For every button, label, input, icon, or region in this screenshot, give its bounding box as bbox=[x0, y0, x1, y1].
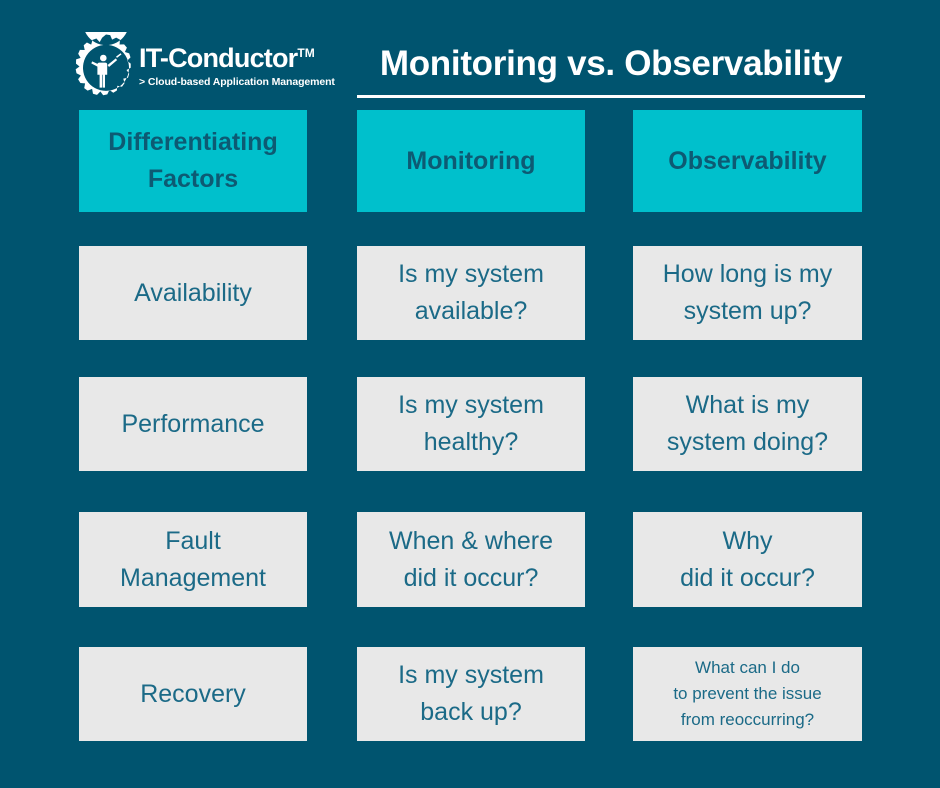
monitoring-text: Is my system healthy? bbox=[398, 391, 544, 456]
table-row-monitoring-cell: Is my system healthy? bbox=[357, 377, 585, 471]
monitoring-text: Is my system available? bbox=[398, 260, 544, 325]
factor-label: Performance bbox=[121, 409, 265, 438]
brand-wordmark-group: IT-ConductorTM > Cloud-based Application… bbox=[139, 38, 335, 88]
page-header: IT-ConductorTM > Cloud-based Application… bbox=[0, 0, 940, 110]
column-header-observability-label: Observability bbox=[668, 146, 827, 175]
column-header-monitoring: Monitoring bbox=[357, 110, 585, 212]
factor-label: Recovery bbox=[140, 679, 246, 708]
brand-name-text: IT-Conductor bbox=[139, 43, 298, 73]
table-row-monitoring-cell: Is my system available? bbox=[357, 246, 585, 340]
monitoring-text: Is my system back up? bbox=[398, 661, 544, 726]
table-row-monitoring-cell: When & where did it occur? bbox=[357, 512, 585, 607]
table-row-observability-cell: What is my system doing? bbox=[633, 377, 862, 471]
brand-name: IT-ConductorTM bbox=[139, 38, 324, 73]
column-header-factors: Differentiating Factors bbox=[79, 110, 307, 212]
observability-text: What is my system doing? bbox=[666, 391, 829, 456]
factor-label: Availability bbox=[134, 278, 252, 307]
table-row-observability-cell: How long is my system up? bbox=[633, 246, 862, 340]
trademark-symbol: TM bbox=[297, 46, 315, 60]
brand-tagline: > Cloud-based Application Management bbox=[139, 76, 335, 88]
observability-text: What can I do to prevent the issue from … bbox=[673, 658, 822, 729]
observability-text: Why did it occur? bbox=[680, 526, 815, 592]
column-header-factors-label: Differentiating Factors bbox=[108, 128, 278, 193]
monitoring-text: When & where did it occur? bbox=[389, 526, 553, 592]
table-row-observability-cell: What can I do to prevent the issue from … bbox=[633, 647, 862, 741]
factor-label: Fault Management bbox=[120, 526, 266, 592]
table-row-factor-cell: Fault Management bbox=[79, 512, 307, 607]
column-header-monitoring-label: Monitoring bbox=[406, 146, 536, 175]
table-row-factor-cell: Performance bbox=[79, 377, 307, 471]
title-underline bbox=[357, 95, 865, 98]
page-title: Monitoring vs. Observability bbox=[379, 44, 843, 83]
table-row-monitoring-cell: Is my system back up? bbox=[357, 647, 585, 741]
column-header-observability: Observability bbox=[633, 110, 862, 212]
table-row-factor-cell: Recovery bbox=[79, 647, 307, 741]
observability-text: How long is my system up? bbox=[662, 260, 833, 325]
table-row-observability-cell: Why did it occur? bbox=[633, 512, 862, 607]
table-row-factor-cell: Availability bbox=[79, 246, 307, 340]
